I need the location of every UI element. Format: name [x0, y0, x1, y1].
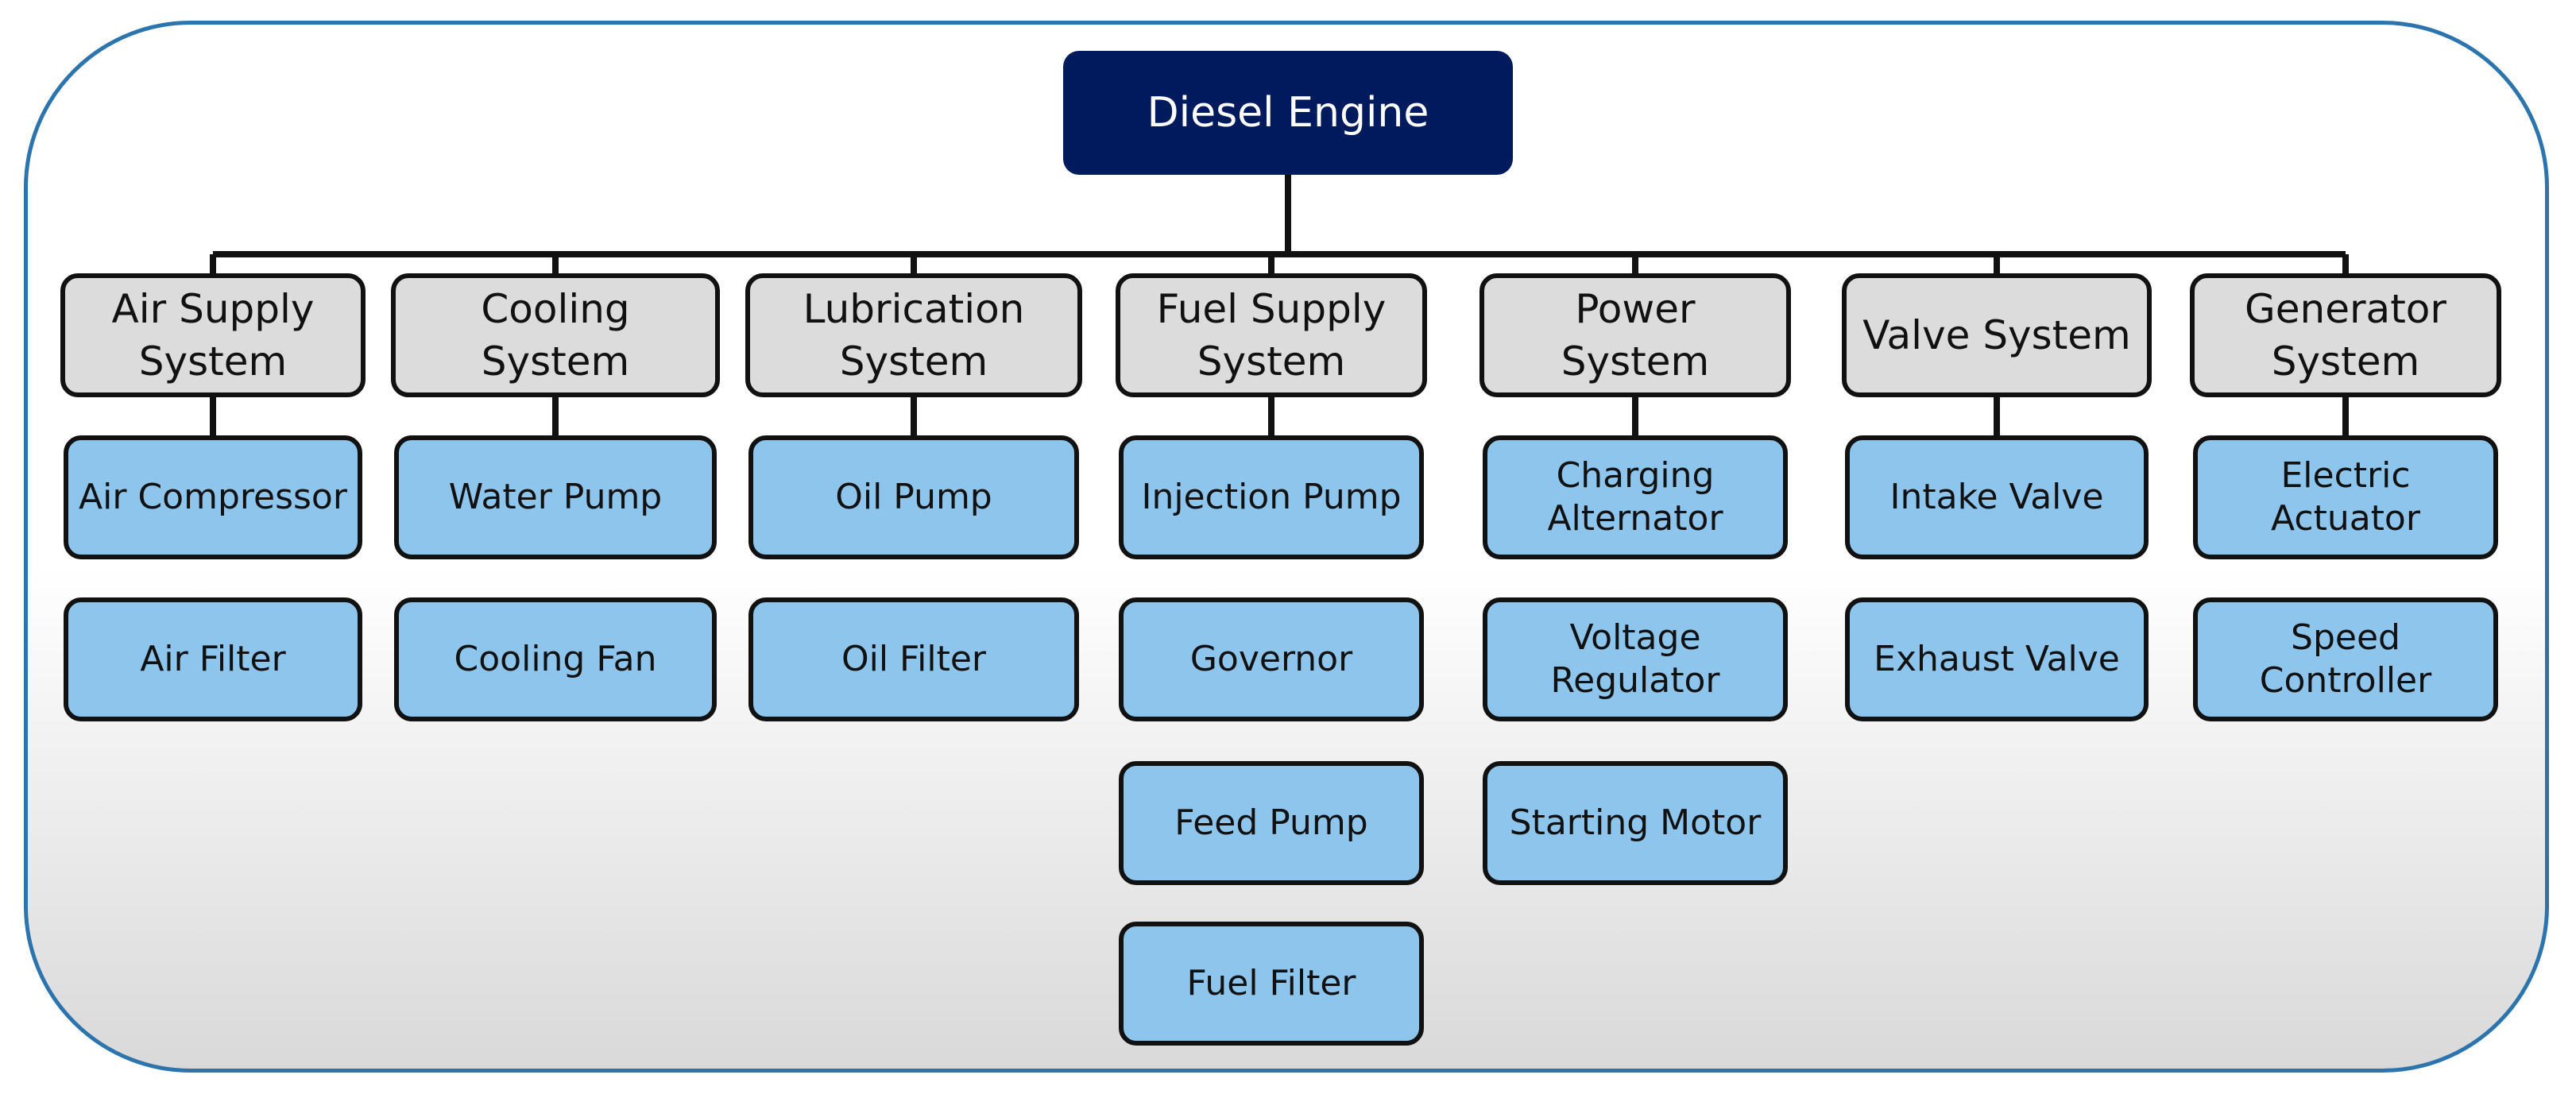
system-node-valve: Valve System	[1842, 273, 2152, 397]
system-node-cooling: Cooling System	[391, 273, 720, 397]
component-node-air-filter: Air Filter	[64, 597, 362, 721]
component-node-intake-valve: Intake Valve	[1845, 435, 2149, 559]
component-node-fuel-filter: Fuel Filter	[1119, 922, 1424, 1046]
system-node-lubrication: Lubrication System	[745, 273, 1082, 397]
component-node-electric-actuator: Electric Actuator	[2193, 435, 2498, 559]
component-node-voltage-regulator: Voltage Regulator	[1483, 597, 1788, 721]
system-node-generator: Generator System	[2190, 273, 2501, 397]
root-node-diesel-engine: Diesel Engine	[1063, 51, 1513, 175]
system-node-air-supply: Air Supply System	[60, 273, 366, 397]
component-node-feed-pump: Feed Pump	[1119, 761, 1424, 885]
component-node-oil-pump: Oil Pump	[748, 435, 1079, 559]
component-node-air-compressor: Air Compressor	[64, 435, 362, 559]
component-node-injection-pump: Injection Pump	[1119, 435, 1424, 559]
component-node-charging-alternator: Charging Alternator	[1483, 435, 1788, 559]
system-node-power: Power System	[1479, 273, 1791, 397]
component-node-speed-controller: Speed Controller	[2193, 597, 2498, 721]
component-node-water-pump: Water Pump	[394, 435, 717, 559]
component-node-oil-filter: Oil Filter	[748, 597, 1079, 721]
system-node-fuel-supply: Fuel Supply System	[1116, 273, 1427, 397]
component-node-cooling-fan: Cooling Fan	[394, 597, 717, 721]
component-node-exhaust-valve: Exhaust Valve	[1845, 597, 2149, 721]
component-node-governor: Governor	[1119, 597, 1424, 721]
component-node-starting-motor: Starting Motor	[1483, 761, 1788, 885]
